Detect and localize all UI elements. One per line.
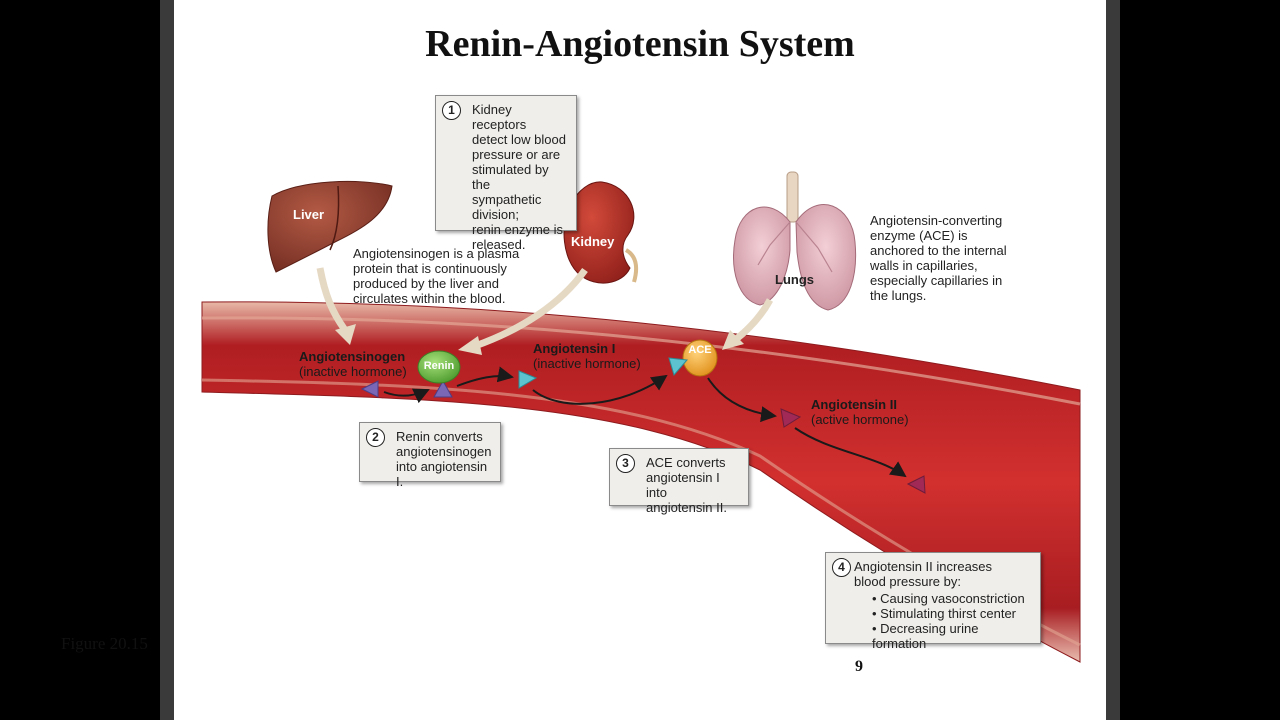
angiotensin2-molecule: [780, 408, 802, 428]
step-4-box: 4 Angiotensin II increases blood pressur…: [825, 552, 1041, 651]
note-line: circulates within the blood.: [353, 291, 506, 306]
hormone-name: Angiotensin I: [533, 341, 616, 356]
conversion-arrow: [383, 388, 430, 404]
angiotensinogen-molecule-at-renin: [433, 379, 453, 398]
step-line: Angiotensin II increases: [854, 559, 993, 574]
ace-note: Angiotensin-converting enzyme (ACE) is a…: [870, 213, 1040, 303]
step-line: Kidney receptors: [472, 102, 527, 132]
hormone-status: (inactive hormone): [299, 364, 407, 379]
angiotensinogen-label: Angiotensinogen (inactive hormone): [299, 349, 407, 379]
step-number: 1: [442, 101, 461, 120]
page-title: Renin-Angiotensin System: [425, 23, 855, 65]
conversion-arrow: [532, 374, 668, 405]
list-item: Causing vasoconstriction: [872, 591, 1032, 606]
angiotensin2-label: Angiotensin II (active hormone): [811, 397, 909, 427]
step-line: angiotensin II.: [646, 500, 727, 515]
liver-label: Liver: [293, 207, 325, 222]
list-item: Decreasing urine formation: [872, 621, 1032, 651]
note-line: the lungs.: [870, 288, 927, 303]
step-3-box: 3 ACE converts angiotensin I into angiot…: [609, 448, 749, 515]
angiotensin1-molecule-at-ace: [668, 357, 689, 377]
vessel-inner-wall: [201, 316, 1081, 406]
angiotensin1-molecule: [518, 370, 538, 389]
conversion-arrow: [794, 427, 907, 478]
renin-enzyme: [417, 350, 461, 384]
note-line: walls in capillaries,: [870, 258, 978, 273]
hormone-status: (inactive hormone): [533, 356, 641, 371]
liver-to-vessel-arrow: [316, 267, 348, 333]
step-line: renin enzyme is: [472, 222, 564, 237]
hormone-name: Angiotensinogen: [299, 349, 406, 364]
step-line: sympathetic: [472, 192, 542, 207]
ace-label: ACE: [688, 344, 712, 356]
note-line: Angiotensin-converting: [870, 213, 1003, 228]
step-line: blood pressure by:: [854, 574, 961, 589]
note-line: Angiotensinogen is a plasma: [353, 246, 520, 261]
step-number: 4: [832, 558, 851, 577]
step-line: ACE converts: [646, 455, 726, 470]
step-line: detect low blood: [472, 132, 566, 147]
step-line: into angiotensin I.: [396, 459, 488, 489]
effects-list: Causing vasoconstriction Stimulating thi…: [854, 591, 1032, 651]
angiotensin2-molecule-final: [906, 475, 926, 494]
note-line: especially capillaries in: [870, 273, 1003, 288]
hormone-name: Angiotensin II: [811, 397, 897, 412]
kidney-to-vessel-arrow: [473, 267, 588, 350]
angiotensin1-label: Angiotensin I (inactive hormone): [533, 341, 641, 371]
angiotensinogen-molecule: [360, 380, 379, 398]
step-line: angiotensin I into: [646, 470, 720, 500]
step-line: released.: [472, 237, 526, 252]
step-line: stimulated by the: [472, 162, 549, 192]
page-number: 9: [855, 658, 863, 675]
conversion-arrow: [456, 366, 514, 387]
step-number: 2: [366, 428, 385, 447]
hormone-status: (active hormone): [811, 412, 909, 427]
lungs-illustration: [733, 171, 857, 311]
step-line: Renin converts: [396, 429, 483, 444]
note-line: produced by the liver and: [353, 276, 499, 291]
note-line: protein that is continuously: [353, 261, 507, 276]
step-1-box: 1 Kidney receptors detect low blood pres…: [435, 95, 577, 252]
note-line: enzyme (ACE) is: [870, 228, 968, 243]
step-line: angiotensinogen: [396, 444, 492, 459]
figure-caption: Figure 20.15: [61, 634, 148, 653]
lungs-label: Lungs: [775, 272, 814, 287]
step-2-box: 2 Renin converts angiotensinogen into an…: [359, 422, 501, 489]
step-number: 3: [616, 454, 635, 473]
note-line: anchored to the internal: [870, 243, 1007, 258]
step-line: division;: [472, 207, 519, 222]
liver-illustration: [267, 180, 393, 273]
renin-label: Renin: [423, 360, 455, 372]
conversion-arrow: [707, 377, 777, 423]
angiotensinogen-note: Angiotensinogen is a plasma protein that…: [353, 246, 543, 306]
ace-enzyme: [682, 339, 718, 377]
lungs-to-vessel-arrow: [732, 298, 774, 343]
kidney-label: Kidney: [571, 234, 615, 249]
step-line: pressure or are: [472, 147, 561, 162]
list-item: Stimulating thirst center: [872, 606, 1032, 621]
